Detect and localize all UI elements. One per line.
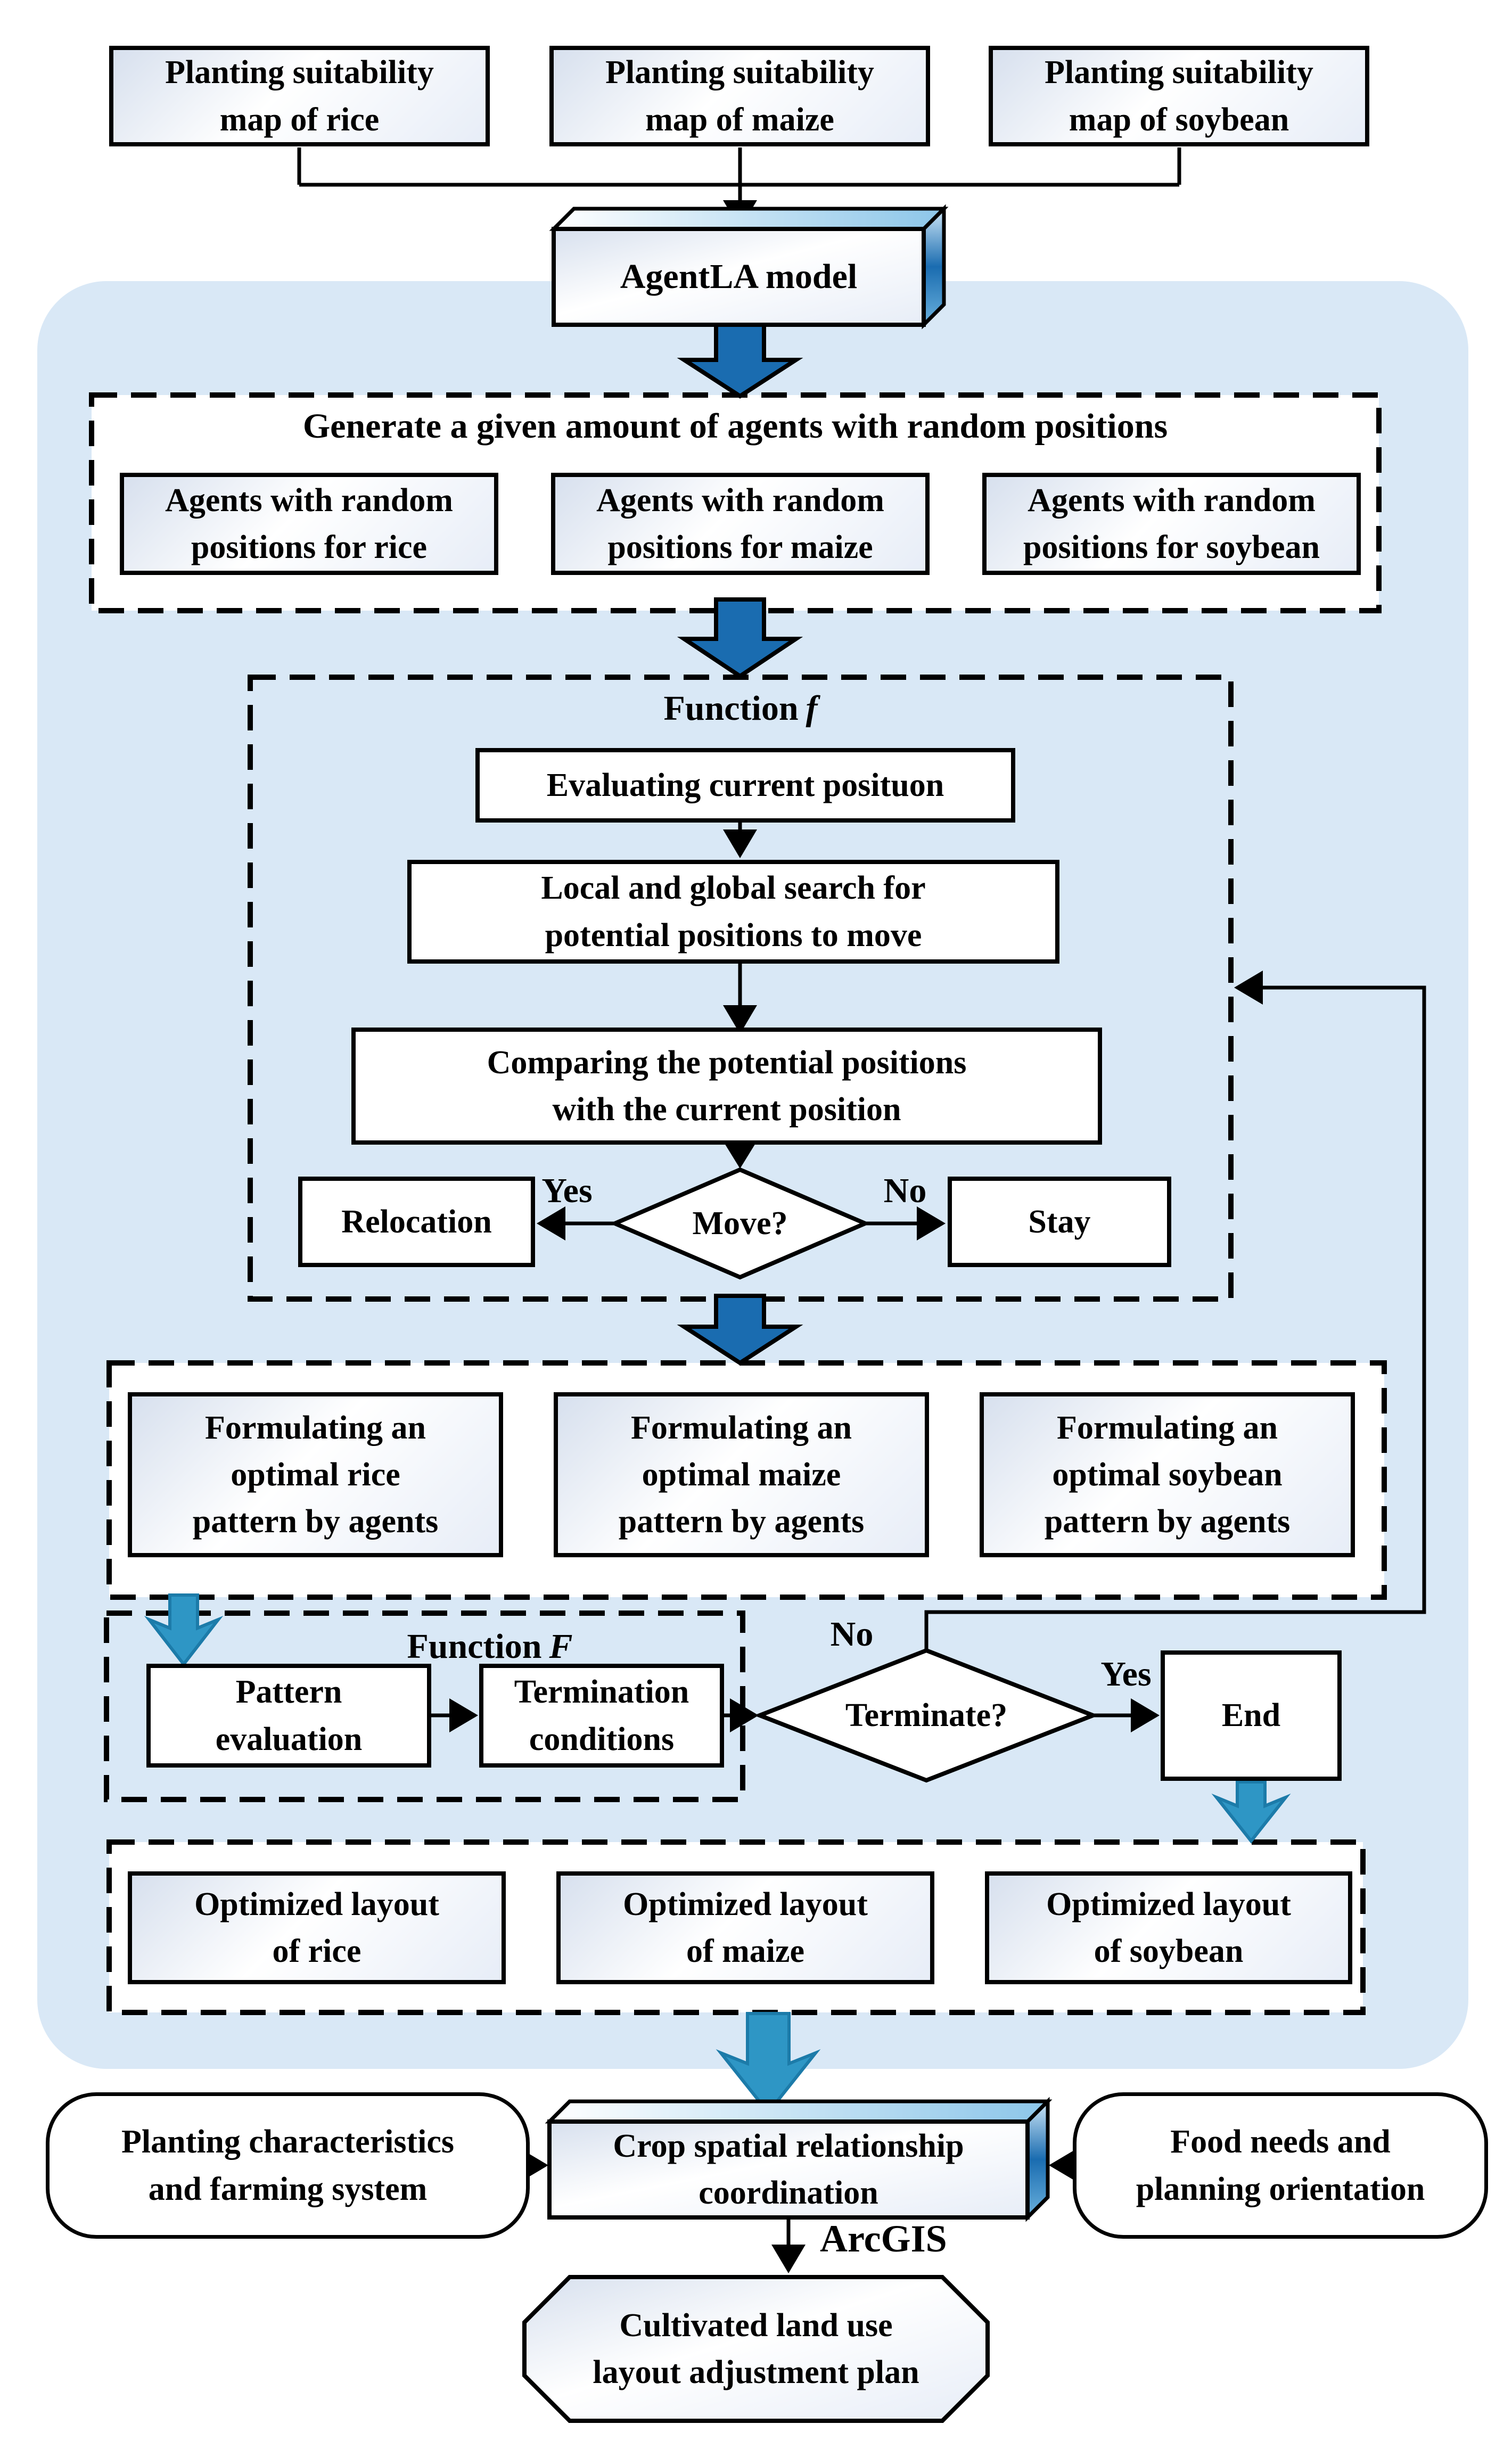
node-agentla-model: AgentLA model: [620, 257, 858, 297]
terminate-diamond-label: Terminate?: [845, 1697, 1008, 1733]
coordination-box-side-face: [1025, 2097, 1050, 2222]
function-f-word: Function: [663, 689, 799, 728]
node-formulating-soybean: Formulating an optimal soybean pattern b…: [980, 1392, 1355, 1557]
node-optimized-rice: Optimized layout of rice: [128, 1871, 506, 1984]
node-termination-conditions: Termination conditions: [479, 1664, 724, 1768]
node-agents-rice: Agents with random positions for rice: [120, 473, 498, 575]
node-evaluating-position: Evaluating current posituon: [475, 748, 1015, 823]
arrowhead-search: [723, 829, 757, 858]
node-stay: Stay: [948, 1177, 1171, 1267]
terminate-no-label: No: [830, 1615, 874, 1654]
node-suitability-map-soybean: Planting suitability map of soybean: [989, 46, 1369, 146]
agentla-box-front-face: [552, 227, 926, 327]
function-f-symbol: f: [806, 689, 818, 728]
coordination-box-top-face: [545, 2099, 1053, 2124]
node-cultivated-land-plan: Cultivated land use layout adjustment pl…: [593, 2307, 919, 2390]
node-planting-characteristics: Planting characteristics and farming sys…: [46, 2092, 530, 2239]
agentla-box-side-face: [922, 204, 946, 330]
arcgis-label: ArcGIS: [820, 2217, 947, 2260]
node-comparing-positions: Comparing the potential positions with t…: [351, 1028, 1102, 1145]
node-local-global-search: Local and global search for potential po…: [407, 860, 1059, 964]
arrowhead-terminate-diamond: [730, 1698, 759, 1732]
node-optimized-maize: Optimized layout of maize: [556, 1871, 934, 1984]
block-arrow-generate-to-function-f: [677, 597, 803, 679]
terminate-no-feedback-loop: [924, 985, 1426, 1650]
adjustment-plan-octagon: [522, 2275, 990, 2423]
agentla-box-top-face: [549, 207, 949, 231]
node-relocation: Relocation: [298, 1177, 535, 1267]
generate-group-title: Generate a given amount of agents with r…: [302, 407, 1168, 446]
arrowhead-from-food-needs: [1049, 2148, 1078, 2182]
move-decision-diamond: [609, 1167, 871, 1280]
arrowhead-relocation: [537, 1206, 565, 1240]
function-F-word: Function: [407, 1627, 542, 1666]
node-agents-soybean: Agents with random positions for soybean: [982, 473, 1361, 575]
node-food-needs: Food needs and planning orientation: [1073, 2092, 1488, 2239]
node-pattern-evaluation: Pattern evaluation: [146, 1664, 431, 1768]
arrowhead-comparing: [723, 1005, 757, 1034]
node-formulating-rice: Formulating an optimal rice pattern by a…: [128, 1392, 503, 1557]
arrowhead-stay: [917, 1206, 946, 1240]
node-agents-maize: Agents with random positions for maize: [551, 473, 930, 575]
move-yes-label: Yes: [541, 1171, 593, 1211]
maps-merge-connector: [297, 147, 1181, 201]
block-arrow-agentla-to-generate: [677, 322, 803, 399]
move-no-label: No: [883, 1171, 927, 1211]
teal-arrow-optimized-to-coordination: [716, 2012, 821, 2115]
terminate-decision-diamond: [753, 1648, 1099, 1783]
arrowhead-plan: [771, 2245, 806, 2273]
move-diamond-label: Move?: [692, 1205, 788, 1242]
node-formulating-maize: Formulating an optimal maize pattern by …: [554, 1392, 929, 1557]
teal-arrow-formulating-to-function-F: [144, 1593, 224, 1667]
arrowhead-termination: [449, 1698, 478, 1732]
node-crop-spatial-coordination: Crop spatial relationship coordination: [613, 2127, 964, 2211]
block-arrow-function-f-to-formulating: [677, 1294, 803, 1366]
node-suitability-map-maize: Planting suitability map of maize: [549, 46, 930, 146]
teal-arrow-end-to-optimized: [1211, 1780, 1291, 1844]
terminate-yes-label: Yes: [1100, 1655, 1152, 1694]
node-suitability-map-rice: Planting suitability map of rice: [109, 46, 490, 146]
arrowhead-end: [1131, 1698, 1160, 1732]
node-optimized-soybean: Optimized layout of soybean: [985, 1871, 1352, 1984]
coordination-box-front-face: [547, 2119, 1030, 2220]
arrowhead-move-diamond: [723, 1141, 757, 1169]
node-end: End: [1161, 1650, 1342, 1781]
function-F-symbol: F: [549, 1627, 573, 1666]
arrowhead-feedback-into-function-f: [1234, 971, 1263, 1005]
